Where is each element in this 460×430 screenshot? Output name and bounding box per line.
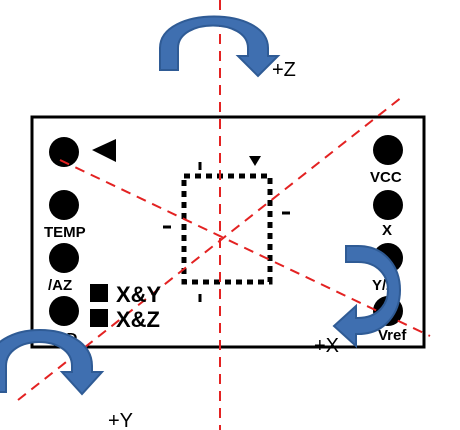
legend-label-xz: X&Z bbox=[116, 307, 160, 332]
board-outline bbox=[30, 115, 426, 349]
axis-label-z: +Z bbox=[272, 59, 296, 81]
left-pad-3 bbox=[49, 243, 79, 273]
down-triangle-icon bbox=[249, 156, 261, 166]
filled-square-icon bbox=[90, 309, 108, 327]
pin-label-x: X bbox=[382, 222, 392, 239]
pin-label-temp: TEMP bbox=[44, 224, 86, 241]
filled-square-icon bbox=[90, 284, 108, 302]
axis-label-x: +X bbox=[314, 335, 339, 357]
x-axis-line bbox=[59, 159, 431, 337]
curved-rotation-arrow-icon bbox=[332, 245, 401, 349]
right-pad-1 bbox=[373, 135, 403, 165]
pin-label-az: /AZ bbox=[48, 277, 72, 294]
left-pad-2 bbox=[49, 190, 79, 220]
legend-label-xy: X&Y bbox=[116, 282, 162, 307]
y-axis-line bbox=[17, 96, 403, 401]
axis-label-y: +Y bbox=[108, 410, 133, 430]
pin-label-vref: Vref bbox=[378, 327, 407, 344]
right-pad-2 bbox=[373, 190, 403, 220]
curved-rotation-arrow-icon bbox=[159, 15, 281, 78]
left-triangle-icon bbox=[92, 139, 116, 162]
chip-package bbox=[163, 156, 290, 302]
pin-label-vcc: VCC bbox=[370, 169, 402, 186]
curved-rotation-arrow-icon bbox=[0, 329, 105, 396]
left-pad-4 bbox=[49, 296, 79, 326]
left-pad-1 bbox=[49, 137, 79, 167]
